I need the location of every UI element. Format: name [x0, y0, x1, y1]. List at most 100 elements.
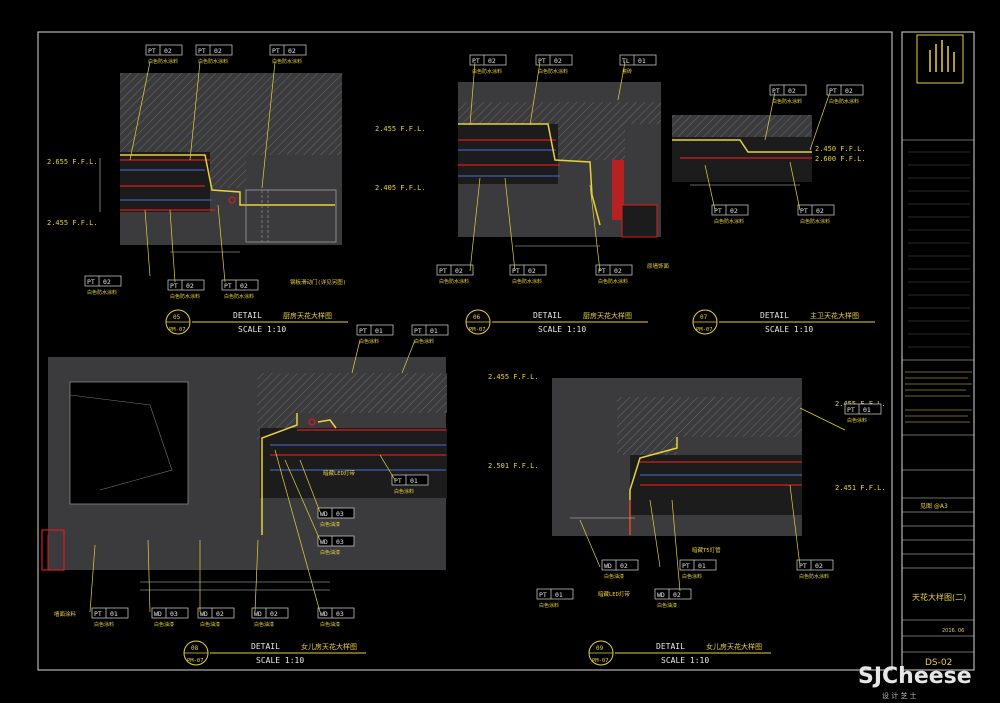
- tag-description: 白色防水涂料: [538, 68, 568, 75]
- tag-code: WD: [320, 538, 328, 546]
- level-2451: 2.451 F.F.L.: [835, 484, 886, 492]
- detail-08: [41, 357, 447, 591]
- detail-title: DETAIL: [533, 311, 562, 320]
- detail-title: DETAIL: [251, 642, 280, 651]
- tag-code: PT: [539, 591, 547, 599]
- detail-09: [552, 378, 802, 536]
- note-09: 暗藏T5灯管: [692, 546, 721, 554]
- watermark-brand: SJCheese: [858, 664, 972, 689]
- material-tag-pt-01: PT 01 白色涂料: [391, 474, 429, 495]
- tag-number: 02: [528, 267, 536, 275]
- date-cell: 2016. 06: [942, 628, 964, 634]
- tag-number: 03: [336, 510, 344, 518]
- tag-description: 白色涂料: [539, 602, 559, 609]
- tag-number: 02: [455, 267, 463, 275]
- title-block: 见图 @A3 天花大样图(二) 2016. 06 DS-02: [901, 31, 975, 671]
- tag-description: 白色防水涂料: [800, 218, 830, 225]
- detail-05: [99, 73, 342, 253]
- tag-description: 白色油漆: [657, 602, 677, 609]
- level-2455: 2.455 F.F.L.: [47, 219, 98, 227]
- detail-title: DETAIL: [760, 311, 789, 320]
- tag-description: 白色油漆: [320, 549, 340, 556]
- tag-code: PT: [359, 327, 367, 335]
- tag-description: 白色防水涂料: [224, 293, 254, 300]
- tag-description: 瓷砖: [622, 68, 632, 75]
- tag-number: 02: [554, 57, 562, 65]
- tag-code: PT: [170, 282, 178, 290]
- material-tag-tl-01: TL 01 瓷砖: [619, 54, 657, 75]
- tag-number: 02: [673, 591, 681, 599]
- tag-code: PT: [800, 207, 808, 215]
- detail-subtitle: 女儿房天花大样图: [301, 642, 357, 651]
- tag-number: 02: [788, 87, 796, 95]
- tag-code: WD: [254, 610, 262, 618]
- tag-code: PT: [198, 47, 206, 55]
- detail-subtitle: 主卫天花大样图: [810, 311, 859, 320]
- tag-number: 01: [638, 57, 646, 65]
- tag-code: PT: [829, 87, 837, 95]
- tag-code: PT: [94, 610, 102, 618]
- detail-number: 09: [596, 645, 604, 652]
- level-2600: 2.600 F.F.L.: [815, 155, 866, 163]
- tag-description: 白色涂料: [359, 338, 379, 345]
- tag-description: 白色油漆: [154, 621, 174, 628]
- wall-hatch: [120, 73, 342, 155]
- tag-number: 02: [488, 57, 496, 65]
- tag-description: 白色涂料: [847, 417, 867, 424]
- tag-code: PT: [414, 327, 422, 335]
- tag-code: PT: [512, 267, 520, 275]
- detail-06: [458, 82, 661, 247]
- watermark-sub: 设 计 芝 士: [882, 691, 917, 700]
- tag-code: PT: [439, 267, 447, 275]
- tag-description: 白色涂料: [394, 488, 414, 495]
- tag-number: 01: [110, 610, 118, 618]
- tag-code: PT: [472, 57, 480, 65]
- tag-code: PT: [394, 477, 402, 485]
- tag-number: 02: [164, 47, 172, 55]
- tag-code: TL: [622, 57, 630, 65]
- scale-cell: 见图 @A3: [920, 503, 948, 510]
- detail-subtitle: 厨房天花大样图: [583, 311, 632, 320]
- detail-title: DETAIL: [656, 642, 685, 651]
- tag-description: 白色油漆: [604, 573, 624, 580]
- tag-code: WD: [154, 610, 162, 618]
- tag-description: 白色防水涂料: [87, 289, 117, 296]
- tag-code: WD: [320, 610, 328, 618]
- tag-code: PT: [87, 278, 95, 286]
- detail-07: [672, 115, 812, 186]
- detail-sheet-ref: PM-07: [592, 658, 609, 664]
- leader-lines: [89, 61, 846, 613]
- detail-subtitle: 女儿房天花大样图: [706, 642, 762, 651]
- tag-description: 白色油漆: [320, 521, 340, 528]
- tag-code: PT: [682, 562, 690, 570]
- level-2655: 2.655 F.F.L.: [47, 158, 98, 166]
- level-2455c: 2.455 F.F.L.: [488, 373, 539, 381]
- detail-sheet-ref: PM-07: [469, 327, 486, 333]
- tag-number: 01: [410, 477, 418, 485]
- detail-number: 07: [700, 314, 708, 321]
- tag-code: PT: [799, 562, 807, 570]
- tag-number: 02: [845, 87, 853, 95]
- detail-number: 06: [473, 314, 481, 321]
- tag-number: 02: [620, 562, 628, 570]
- tag-code: PT: [772, 87, 780, 95]
